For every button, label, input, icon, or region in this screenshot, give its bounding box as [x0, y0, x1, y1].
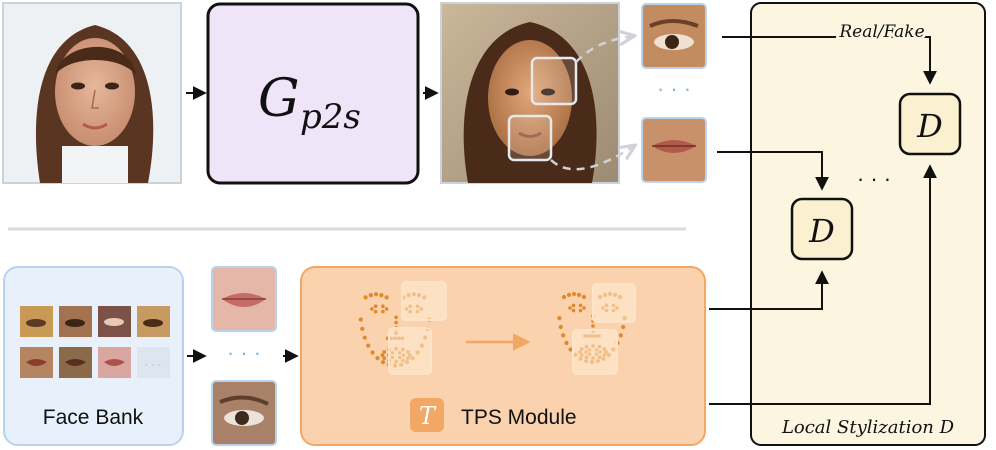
local-stylization-panel [750, 2, 986, 446]
landmark-dot [381, 304, 385, 309]
landmark-dot [382, 356, 387, 361]
tps-module-label: TPS Module [461, 406, 577, 429]
crop-ellipsis: · · · [657, 76, 691, 101]
landmark-dot [373, 309, 378, 314]
face-bank-label: Face Bank [43, 406, 144, 429]
generator-box: G p2s [206, 2, 420, 185]
tps-icon [410, 398, 444, 432]
landmark-dot [557, 316, 562, 321]
landmark-dot [363, 295, 368, 300]
tps-module: T TPS Module [300, 266, 706, 446]
landmark-dot [362, 335, 367, 340]
generator-symbol: G [258, 69, 300, 129]
bank-mouth-crop [211, 266, 277, 332]
landmark-dot [380, 353, 385, 357]
landmark-dot [566, 292, 572, 297]
landmark-dot [568, 347, 573, 352]
discriminator-ellipsis: · · · [857, 166, 891, 191]
landmark-dot [561, 294, 567, 300]
landmark-dot [384, 295, 389, 300]
real-fake-label: Real/Fake [838, 22, 924, 42]
landmark-region-box [572, 329, 618, 375]
generator-subscript: p2s [300, 97, 361, 137]
mouth-crop [641, 117, 707, 183]
landmark-dot [582, 306, 586, 310]
landmark-dot [621, 324, 626, 330]
landmark-dot [366, 343, 371, 348]
landmark-dot [561, 333, 566, 338]
face-bank: · · · Face Bank [3, 266, 184, 446]
landmark-region-box [592, 283, 636, 323]
landmark-dot [384, 307, 389, 311]
landmark-dot [581, 294, 587, 300]
eye-crop-box [530, 56, 578, 106]
landmark-dot [578, 308, 583, 313]
discriminator-top: D [898, 92, 962, 156]
landmark-dot [380, 360, 386, 365]
landmark-dot [571, 308, 576, 313]
discriminator-top-label: D [916, 107, 943, 145]
landmark-dot [370, 350, 375, 355]
landmark-dot [368, 293, 373, 298]
landmark-dot [571, 303, 576, 308]
svg-text:· · ·: · · · [144, 359, 161, 371]
landmark-dot [373, 304, 378, 309]
landmark-dot [382, 350, 387, 354]
landmark-dot [576, 292, 582, 297]
landmark-dot [564, 340, 569, 346]
landmark-dot [358, 317, 363, 322]
face-bank-placeholder [137, 347, 170, 378]
landmark-dot [618, 333, 623, 338]
discriminator-middle: D [790, 197, 854, 261]
landmark-dot [381, 309, 385, 314]
landmark-dot [578, 303, 583, 308]
landmark-dot [360, 326, 365, 331]
landmark-dot [375, 356, 380, 361]
landmark-dot [558, 324, 563, 330]
bank-eye-crop [211, 380, 277, 446]
stylized-painting [440, 2, 620, 184]
landmark-dot [379, 293, 384, 298]
tps-icon-symbol: T [419, 402, 437, 430]
landmark-dot [394, 320, 398, 325]
bank-crop-ellipsis: · · · [227, 340, 261, 365]
landmark-dot [374, 292, 379, 297]
mouth-crop-box [507, 114, 553, 162]
landmark-face-after [557, 283, 636, 375]
landmark-dot [571, 291, 577, 297]
landmark-dot [394, 315, 398, 320]
local-stylization-label: Local Stylization D [781, 417, 955, 438]
landmark-dot [591, 324, 595, 328]
discriminator-middle-label: D [808, 212, 835, 250]
landmark-region-box [401, 281, 447, 321]
landmark-face-before [358, 281, 447, 375]
landmark-region-box [388, 327, 432, 375]
input-photo [2, 2, 182, 184]
eye-crop [641, 3, 707, 69]
landmark-dot [370, 307, 374, 311]
landmark-dot [568, 306, 572, 310]
